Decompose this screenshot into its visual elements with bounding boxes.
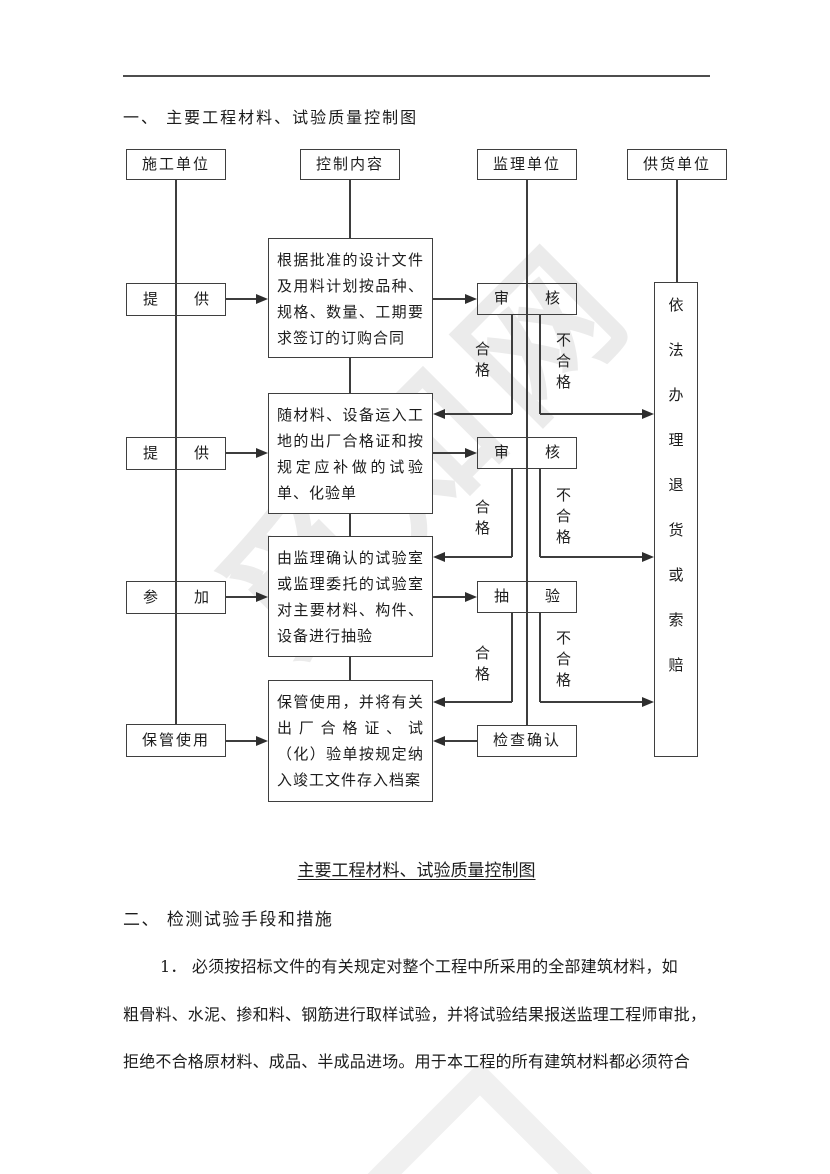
connector-line-col4: [676, 180, 678, 282]
connector-line: [445, 740, 477, 742]
action-box-participate: 参加: [126, 581, 226, 614]
arrow-head: [256, 294, 268, 304]
connector-line-col2d: [349, 657, 351, 680]
paragraph-line-1: 1． 必须按招标文件的有关规定对整个工程中所采用的全部建筑材料，如: [160, 957, 678, 976]
arrow-head: [642, 409, 654, 419]
fail-label-2: 不合格: [556, 486, 572, 546]
pass-line: [445, 413, 512, 415]
pass-label-2: 合格: [475, 498, 491, 537]
pass-line: [511, 315, 513, 414]
action-box-provide-1: 提供: [126, 283, 226, 316]
action-box-provide-2: 提供: [126, 437, 226, 470]
check-box-review-2: 审核: [477, 437, 577, 469]
fail-line: [540, 701, 642, 703]
pass-line: [511, 613, 513, 702]
fail-line: [540, 413, 642, 415]
connector-line: [226, 740, 258, 742]
arrow-head: [465, 592, 477, 602]
arrow-head: [642, 697, 654, 707]
connector-line-col1: [175, 180, 177, 724]
paragraph-line-3: 拒绝不合格原材料、成品、半成品进场。用于本工程的所有建筑材料都必须符合: [123, 1052, 691, 1071]
arrow-head: [433, 736, 445, 746]
supplier-outcome-text: 依法办理退货或索赔: [666, 297, 685, 702]
connector-line-col2a: [349, 180, 351, 238]
fail-label-1: 不合格: [556, 331, 572, 391]
process-box-sampling-inspection: 由监理确认的试验室或监理委托的试验室对主要材料、构件、设备进行抽验: [268, 536, 433, 657]
paragraph-line-2: 粗骨料、水泥、掺和料、钢筋进行取样试验，并将试验结果报送监理工程师审批，: [123, 1005, 707, 1024]
connector-line: [226, 452, 258, 454]
section-1-heading: 一、 主要工程材料、试验质量控制图: [123, 108, 419, 127]
connector-line: [433, 452, 467, 454]
check-box-inspect-confirm: 检查确认: [477, 725, 577, 757]
header-rule: [123, 75, 710, 77]
fail-line: [539, 469, 541, 557]
pass-line: [445, 556, 512, 558]
fail-line: [539, 315, 541, 414]
arrow-head: [465, 448, 477, 458]
column-header-construction-unit: 施工单位: [126, 149, 226, 180]
arrow-head: [256, 736, 268, 746]
section-2-heading: 二、 检测试验手段和措施: [123, 910, 334, 930]
connector-line: [433, 298, 467, 300]
process-box-archive-documents: 保管使用，并将有关出厂合格证、试（化）验单按规定纳入竣工文件存入档案: [268, 680, 433, 802]
arrow-head: [256, 448, 268, 458]
connector-line-col2c: [349, 514, 351, 536]
action-box-keep-use: 保管使用: [126, 724, 226, 757]
connector-line-col2b: [349, 358, 351, 393]
pass-line: [511, 469, 513, 557]
column-header-supervision-unit: 监理单位: [477, 149, 577, 180]
connector-line: [226, 596, 258, 598]
connector-line: [226, 298, 258, 300]
process-box-certificates-tests: 随材料、设备运入工地的出厂合格证和按规定应补做的试验单、化验单: [268, 393, 433, 514]
check-box-spot-check: 抽验: [477, 581, 577, 613]
fail-line: [539, 613, 541, 702]
arrow-head: [433, 552, 445, 562]
connector-line-col3: [526, 180, 528, 725]
check-box-review-1: 审核: [477, 283, 577, 315]
arrow-head: [256, 592, 268, 602]
arrow-head: [642, 552, 654, 562]
process-box-purchase-contract: 根据批准的设计文件及用料计划按品种、规格、数量、工期要求签订的订购合同: [268, 238, 433, 358]
fail-line: [540, 556, 642, 558]
arrow-head: [433, 697, 445, 707]
watermark-logo: [355, 1061, 605, 1174]
pass-label-3: 合格: [475, 644, 491, 683]
supplier-outcome-box: 依法办理退货或索赔: [654, 282, 698, 757]
column-header-control-content: 控制内容: [300, 149, 400, 180]
fail-label-3: 不合格: [556, 629, 572, 689]
pass-label-1: 合格: [475, 340, 491, 379]
arrow-head: [465, 294, 477, 304]
pass-line: [445, 701, 512, 703]
connector-line: [433, 596, 467, 598]
figure-caption: 主要工程材料、试验质量控制图: [297, 861, 536, 881]
column-header-supplier-unit: 供货单位: [627, 149, 727, 180]
arrow-head: [433, 409, 445, 419]
